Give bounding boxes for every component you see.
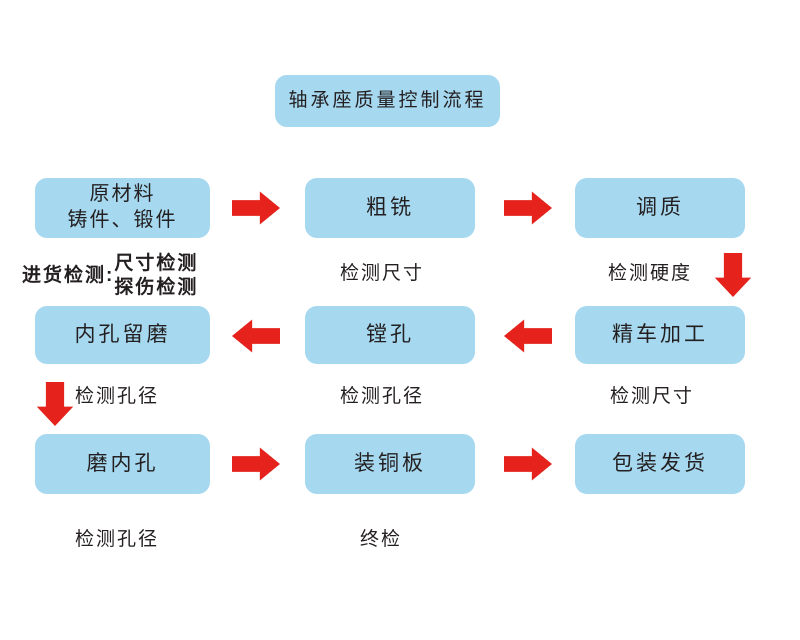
box-grind-inner-hole-label: 磨内孔	[86, 451, 159, 475]
caption-check-bore-row2-left: 检测孔径	[75, 386, 160, 407]
arrow-right-icon-raw-to-milling	[232, 191, 280, 225]
arrow-left-icon-finish-turning-to-boring	[504, 319, 552, 353]
arrow-down-icon-quench-to-finish-turning	[714, 253, 752, 297]
caption-check-bore-row3: 检测孔径	[75, 529, 160, 550]
box-finish-turning-label: 精车加工	[612, 322, 708, 346]
flowchart-title-text: 轴承座质量控制流程	[288, 89, 487, 111]
box-rough-milling-label: 粗铣	[366, 195, 414, 219]
box-install-copper-plate: 装铜板	[305, 434, 475, 494]
box-quench-temper: 调质	[575, 178, 745, 238]
caption-final-inspection: 终检	[360, 529, 403, 550]
arrow-right-icon-grind-to-copper-plate	[232, 447, 280, 481]
caption-check-bore-row2-mid: 检测孔径	[340, 386, 425, 407]
box-package-ship: 包装发货	[575, 434, 745, 494]
box-grind-inner-hole: 磨内孔	[35, 434, 210, 494]
box-boring-label: 镗孔	[366, 322, 414, 346]
arrow-right-icon-copper-plate-to-package	[504, 447, 552, 481]
box-raw-material-line1: 原材料	[89, 183, 156, 206]
box-package-ship-label: 包装发货	[612, 451, 708, 475]
flowchart-title-box: 轴承座质量控制流程	[275, 75, 500, 127]
caption-incoming-inspection-line1: 尺寸检测	[114, 253, 199, 274]
caption-check-dimension-row2-right: 检测尺寸	[610, 386, 695, 407]
box-install-copper-plate-label: 装铜板	[354, 451, 426, 475]
arrow-right-icon-milling-to-quench	[504, 191, 552, 225]
caption-check-dimension-row1: 检测尺寸	[340, 263, 425, 284]
box-raw-material: 原材料 铸件、锻件	[35, 178, 210, 238]
box-rough-milling: 粗铣	[305, 178, 475, 238]
arrow-left-icon-boring-to-inner-hole	[232, 319, 280, 353]
caption-incoming-inspection-line2: 探伤检测	[114, 276, 199, 298]
caption-check-hardness: 检测硬度	[608, 263, 693, 284]
caption-incoming-inspection: 进货检测: 尺寸检测 探伤检测	[22, 252, 198, 300]
box-inner-hole-reserve-grind: 内孔留磨	[35, 306, 210, 364]
box-finish-turning: 精车加工	[575, 306, 745, 364]
box-inner-hole-reserve-grind-label: 内孔留磨	[74, 322, 171, 346]
box-boring: 镗孔	[305, 306, 475, 364]
box-raw-material-line2: 铸件、锻件	[67, 209, 178, 231]
arrow-down-icon-inner-hole-to-grind	[36, 382, 74, 426]
caption-incoming-inspection-label: 进货检测:	[22, 264, 115, 286]
box-quench-temper-label: 调质	[636, 195, 684, 219]
